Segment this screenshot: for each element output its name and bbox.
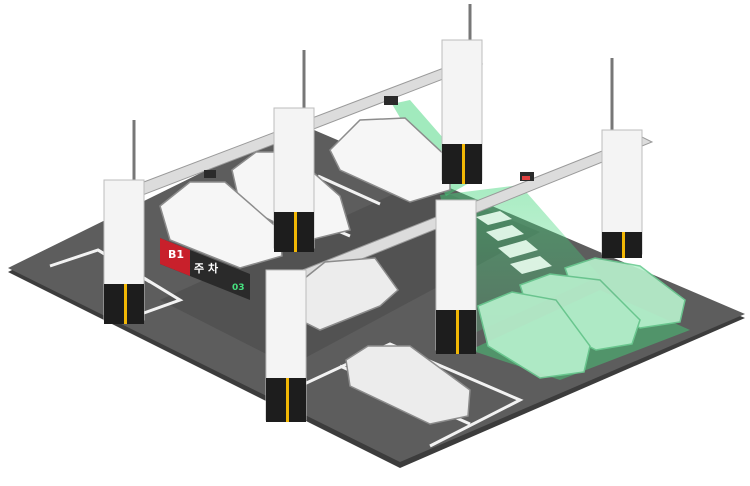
pillar xyxy=(435,199,477,354)
sign-parking-text: 주 차 xyxy=(194,261,219,275)
pillar xyxy=(265,269,307,422)
sign-available-count: 03 xyxy=(232,283,245,293)
overhead-camera-sensor-icon xyxy=(204,96,534,181)
sign-floor-label: B1 xyxy=(168,248,184,261)
parking-guidance-sign-icon: B1 주 차 03 xyxy=(160,238,250,300)
parked-car xyxy=(299,257,471,425)
pillar xyxy=(601,129,643,258)
pillar xyxy=(273,107,315,252)
pillar xyxy=(441,39,483,184)
pillar xyxy=(103,179,145,324)
detected-car xyxy=(477,257,686,379)
